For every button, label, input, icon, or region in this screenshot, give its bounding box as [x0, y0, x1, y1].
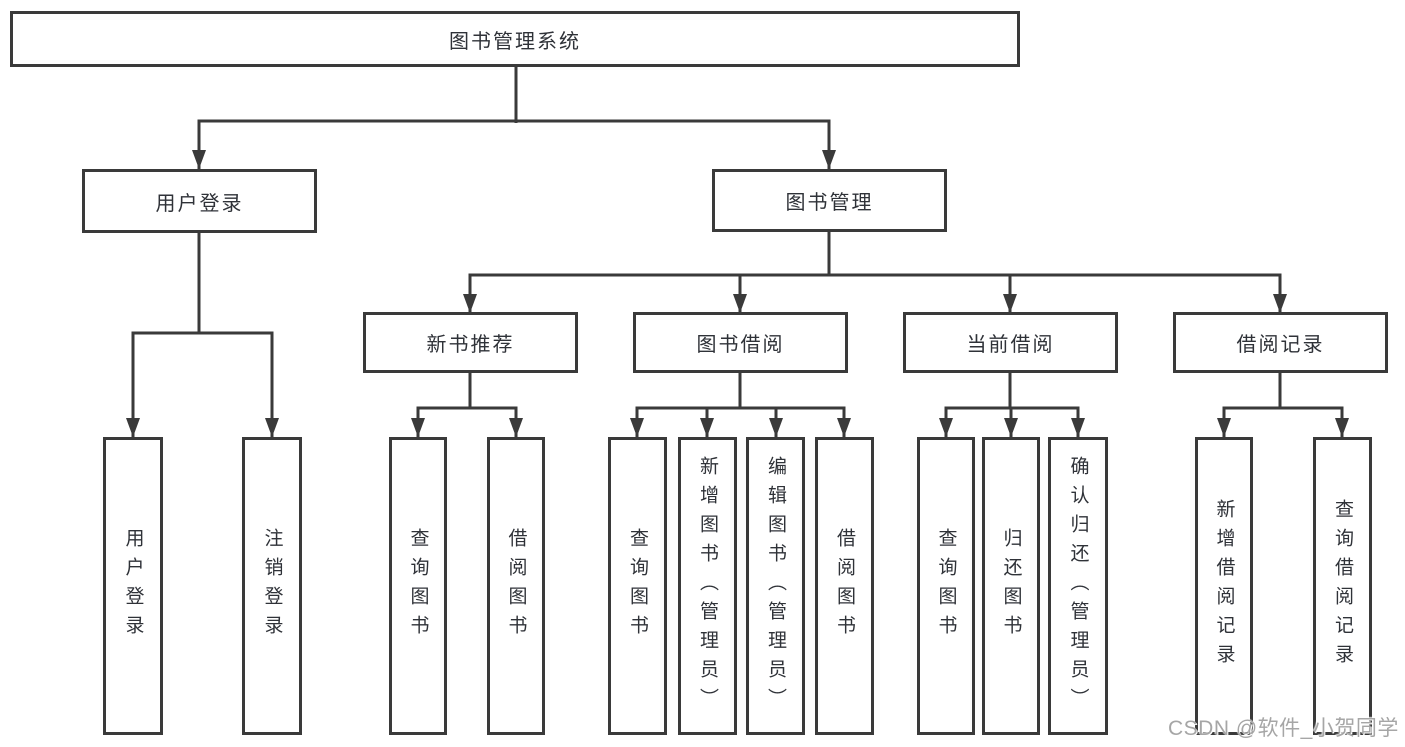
node-label: 新书推荐	[426, 334, 515, 356]
node-leaf-return-books: 归还图书	[982, 437, 1040, 735]
node-leaf-query-books-2: 查询图书	[608, 437, 667, 735]
node-label: 新增借阅记录	[1213, 499, 1235, 673]
node-library-management-system: 图书管理系统	[10, 11, 1020, 67]
node-label: 查询图书	[627, 528, 648, 644]
node-leaf-query-books-3: 查询图书	[917, 437, 975, 735]
node-leaf-borrow-books-2: 借阅图书	[815, 437, 874, 735]
node-label: 新增图书（管理员）	[697, 455, 718, 717]
node-label: 借阅图书	[834, 528, 855, 644]
node-leaf-edit-books-admin: 编辑图书（管理员）	[746, 437, 805, 735]
node-user-login: 用户登录	[82, 169, 317, 233]
node-label: 查询图书	[407, 528, 429, 644]
node-borrowing-records: 借阅记录	[1173, 312, 1388, 373]
node-leaf-query-books-1: 查询图书	[389, 437, 447, 735]
node-leaf-add-books-admin: 新增图书（管理员）	[678, 437, 737, 735]
node-leaf-logout: 注销登录	[242, 437, 302, 735]
node-leaf-query-borrow-record: 查询借阅记录	[1313, 437, 1372, 735]
node-label: 借阅记录	[1236, 334, 1325, 356]
node-label: 图书管理系统	[449, 30, 581, 53]
tree-edges	[131, 67, 1344, 437]
node-label: 编辑图书（管理员）	[765, 455, 786, 717]
node-label: 确认归还（管理员）	[1067, 455, 1089, 717]
node-book-borrowing: 图书借阅	[633, 312, 848, 373]
node-label: 用户登录	[122, 528, 144, 644]
node-book-management: 图书管理	[712, 169, 947, 232]
node-leaf-confirm-return-admin: 确认归还（管理员）	[1048, 437, 1108, 735]
node-label: 归还图书	[1000, 528, 1022, 644]
node-label: 图书管理	[785, 192, 874, 214]
node-new-book-recommendation: 新书推荐	[363, 312, 578, 373]
node-label: 查询借阅记录	[1332, 499, 1353, 673]
node-leaf-borrow-books-1: 借阅图书	[487, 437, 545, 735]
node-label: 图书借阅	[696, 334, 785, 356]
node-leaf-user-login: 用户登录	[103, 437, 163, 735]
node-current-borrowing: 当前借阅	[903, 312, 1118, 373]
node-label: 用户登录	[155, 192, 244, 215]
csdn-watermark: CSDN @软件_小贺同学	[1168, 717, 1399, 740]
node-label: 查询图书	[935, 528, 957, 644]
node-label: 注销登录	[261, 528, 283, 644]
node-leaf-add-borrow-record: 新增借阅记录	[1195, 437, 1253, 735]
node-label: 当前借阅	[966, 334, 1055, 356]
node-label: 借阅图书	[505, 528, 527, 644]
